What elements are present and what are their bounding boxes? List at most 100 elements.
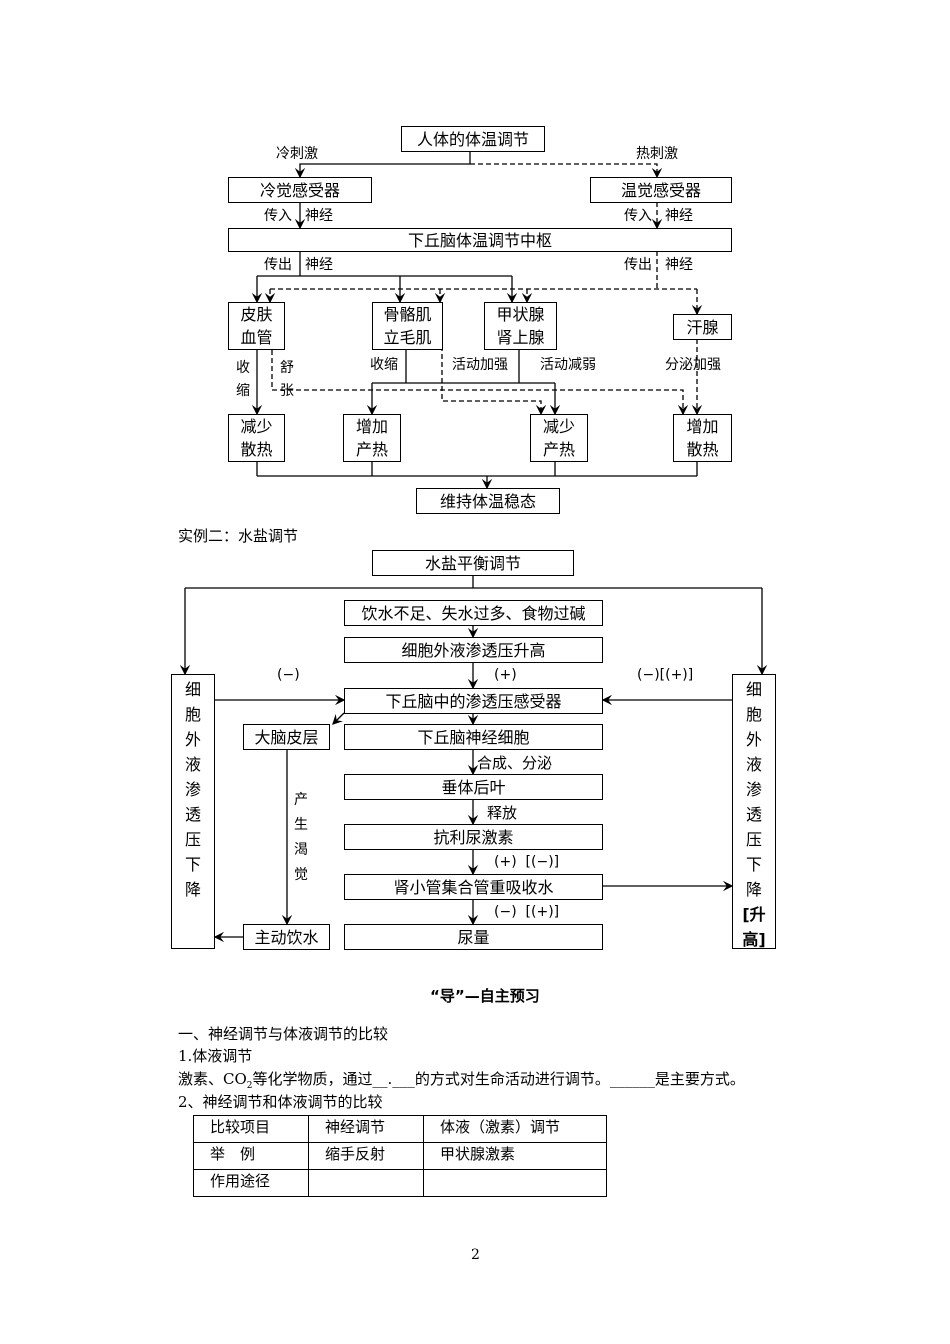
table-row: 举 例缩手反射甲状腺激素 [193, 1142, 607, 1170]
warm-receptor-box: 温觉感受器 [590, 177, 732, 203]
box-line: 增加 [355, 417, 388, 436]
char: 觉 [294, 867, 308, 883]
char: [升 [742, 905, 766, 924]
box-line: 皮肤 [240, 305, 273, 324]
sign-plus-label: (+) [494, 667, 517, 683]
afferent-label-left: 传入 [264, 208, 292, 224]
thirst-label: 产生渴觉 [294, 788, 310, 888]
table-cell: 神经调节 [308, 1115, 424, 1143]
char: 降 [745, 880, 762, 899]
text: 激素、CO [178, 1070, 247, 1088]
subsection-2-title: 2、神经调节和体液调节的比较 [178, 1093, 383, 1111]
text: 等化学物质，通过 [252, 1070, 373, 1088]
char: 渗 [184, 780, 201, 799]
table-cell: 缩手反射 [308, 1142, 424, 1170]
box-line: 减少 [240, 417, 273, 436]
box-line: 散热 [686, 440, 719, 459]
efferent-label-right: 传出 [624, 257, 652, 273]
char: 下 [745, 855, 762, 874]
active-drinking-box: 主动饮水 [243, 924, 330, 950]
posterior-pituitary-box: 垂体后叶 [344, 774, 603, 800]
char: 渴 [294, 842, 308, 858]
char: 外 [745, 730, 762, 749]
char: 透 [184, 805, 201, 824]
skin-vessel-box: 皮肤血管 [228, 302, 285, 350]
contract-label-2: 收缩 [370, 357, 398, 373]
cerebral-cortex-box: 大脑皮层 [243, 724, 330, 750]
sweat-gland-box: 汗腺 [673, 314, 732, 340]
table-row: 比较项目神经调节体液（激素）调节 [193, 1115, 607, 1143]
vertical-text: 细胞外液渗透压下降 [183, 677, 203, 902]
humoral-paragraph: 激素、CO2等化学物质，通过__.___的方式对生命活动进行调节。______是… [178, 1068, 745, 1091]
box-line: 增加 [686, 417, 719, 436]
sign-right-label: (−)[(+)] [637, 667, 694, 683]
char: 降 [184, 880, 201, 899]
char: 产 [294, 792, 308, 808]
subscript: 2 [246, 1081, 253, 1091]
tubule-reabsorption-box: 肾小管集合管重吸收水 [344, 874, 603, 900]
char: 细 [745, 680, 762, 699]
char: 压 [745, 830, 762, 849]
osm-down-left-box: 细胞外液渗透压下降 [171, 674, 215, 949]
box-line: 肾上腺 [496, 328, 545, 347]
table-cell[interactable] [308, 1169, 424, 1197]
cause-box: 饮水不足、失水过多、食物过碱 [344, 600, 603, 626]
table-cell: 体液（激素）调节 [423, 1115, 607, 1143]
heat-stimulus-label: 热刺激 [636, 146, 678, 162]
table-cell: 作用途径 [193, 1169, 309, 1197]
nerve-label: 神经 [665, 257, 693, 273]
activity-up-label: 活动加强 [452, 357, 508, 373]
char: 舒 [280, 360, 294, 376]
char: 外 [184, 730, 201, 749]
text: 是主要方式。 [654, 1070, 745, 1088]
synthesis-label: 合成、分泌 [477, 754, 553, 772]
char: 压 [184, 830, 201, 849]
reduce-heat-prod-box: 减少产热 [530, 414, 588, 462]
char: 高] [742, 930, 766, 949]
char: 胞 [745, 705, 762, 724]
box-line: 骨骼肌 [383, 305, 432, 324]
comparison-table: 比较项目神经调节体液（激素）调节 举 例缩手反射甲状腺激素 作用途径 [193, 1115, 607, 1197]
blank-2[interactable]: ______ [609, 1070, 655, 1088]
osm-down-right-box: 细胞外液渗透压下降[升高] [732, 674, 776, 949]
nerve-label: 神经 [665, 208, 693, 224]
char: 缩 [236, 383, 250, 399]
char: 透 [745, 805, 762, 824]
subsection-1-title: 1.体液调节 [178, 1047, 253, 1065]
table-cell: 甲状腺激素 [423, 1142, 607, 1170]
box-line: 甲状腺 [496, 305, 545, 324]
nerve-label: 神经 [305, 257, 333, 273]
osmoreceptor-box: 下丘脑中的渗透压感受器 [344, 688, 603, 714]
secretion-up-label: 分泌加强 [665, 357, 721, 373]
box-line: 立毛肌 [383, 328, 432, 347]
blank-1[interactable]: __.___ [372, 1070, 415, 1088]
sign-minus-label: (−) [277, 667, 300, 683]
homeostasis-box: 维持体温稳态 [416, 488, 560, 514]
sign-urine-label: (−) [(+)] [494, 904, 560, 920]
char: 胞 [184, 705, 201, 724]
box-line: 血管 [240, 328, 273, 347]
char: 张 [280, 383, 294, 399]
char: 下 [184, 855, 201, 874]
cold-receptor-box: 冷觉感受器 [228, 177, 372, 203]
adh-box: 抗利尿激素 [344, 824, 603, 850]
temp-regulation-title-box: 人体的体温调节 [401, 126, 545, 152]
increase-heat-prod-box: 增加产热 [343, 414, 401, 462]
char: 生 [294, 817, 308, 833]
activity-down-label: 活动减弱 [540, 357, 596, 373]
water-salt-title-box: 水盐平衡调节 [372, 550, 574, 576]
relax-label: 舒张 [280, 357, 296, 403]
box-line: 减少 [542, 417, 575, 436]
urine-volume-box: 尿量 [344, 924, 603, 950]
table-cell[interactable] [423, 1169, 607, 1197]
hypothalamus-center-box: 下丘脑体温调节中枢 [228, 228, 732, 252]
char: 液 [184, 755, 201, 774]
box-line: 散热 [240, 440, 273, 459]
skeletal-muscle-box: 骨骼肌立毛肌 [372, 302, 443, 350]
cold-stimulus-label: 冷刺激 [276, 146, 318, 162]
example2-label: 实例二：水盐调节 [178, 527, 299, 545]
char: 收 [236, 360, 250, 376]
box-line: 产热 [542, 440, 575, 459]
afferent-label-right: 传入 [624, 208, 652, 224]
